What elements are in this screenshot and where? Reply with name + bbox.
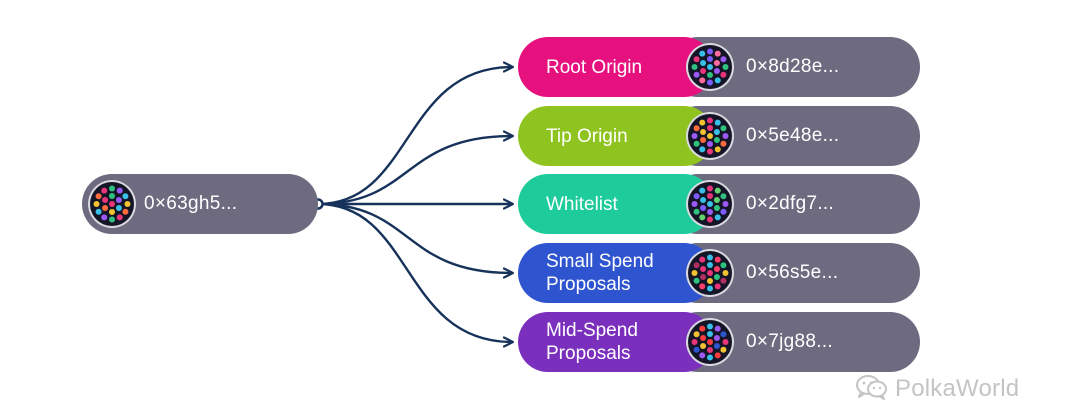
target-address: 0×56s5e...	[746, 262, 839, 283]
origin-label: Tip Origin	[546, 125, 628, 147]
target-whitelist: Whitelist 0×2dfg7...	[518, 174, 920, 234]
origin-label-pill: Mid-Spend Proposals	[518, 312, 714, 372]
identicon-icon	[688, 45, 732, 89]
origin-label: Small Spend Proposals	[546, 251, 654, 295]
watermark: PolkaWorld	[855, 374, 1019, 404]
identicon-icon	[90, 182, 134, 226]
origin-label-pill: Whitelist	[518, 174, 714, 234]
identicon-icon	[688, 182, 732, 226]
connector-arrow	[317, 202, 512, 273]
identicon-icon	[688, 114, 732, 158]
origin-label: Whitelist	[546, 193, 618, 215]
target-address: 0×7jg88...	[746, 331, 833, 352]
origin-label: Mid-Spend Proposals	[546, 320, 638, 364]
target-mid-spend-proposals: Mid-Spend Proposals 0×7jg88...	[518, 312, 920, 372]
source-address: 0×63gh5...	[144, 193, 238, 214]
connector-arrow	[317, 202, 512, 342]
connector-arrow	[317, 136, 512, 206]
target-address: 0×2dfg7...	[746, 193, 835, 214]
identicon-icon	[688, 251, 732, 295]
target-address: 0×8d28e...	[746, 56, 840, 77]
origin-label: Root Origin	[546, 56, 643, 78]
target-small-spend-proposals: Small Spend Proposals 0×56s5e...	[518, 243, 920, 303]
origin-label-pill: Small Spend Proposals	[518, 243, 714, 303]
origin-label-pill: Root Origin	[518, 37, 714, 97]
target-address: 0×5e48e...	[746, 125, 840, 146]
target-root-origin: Root Origin 0×8d28e...	[518, 37, 920, 97]
origin-label-pill: Tip Origin	[518, 106, 714, 166]
watermark-text: PolkaWorld	[895, 375, 1020, 402]
source-account-pill: 0×63gh5...	[82, 174, 318, 234]
identicon-icon	[688, 320, 732, 364]
wechat-icon	[855, 374, 889, 405]
connector-arrow	[317, 67, 512, 206]
target-tip-origin: Tip Origin 0×5e48e...	[518, 106, 920, 166]
